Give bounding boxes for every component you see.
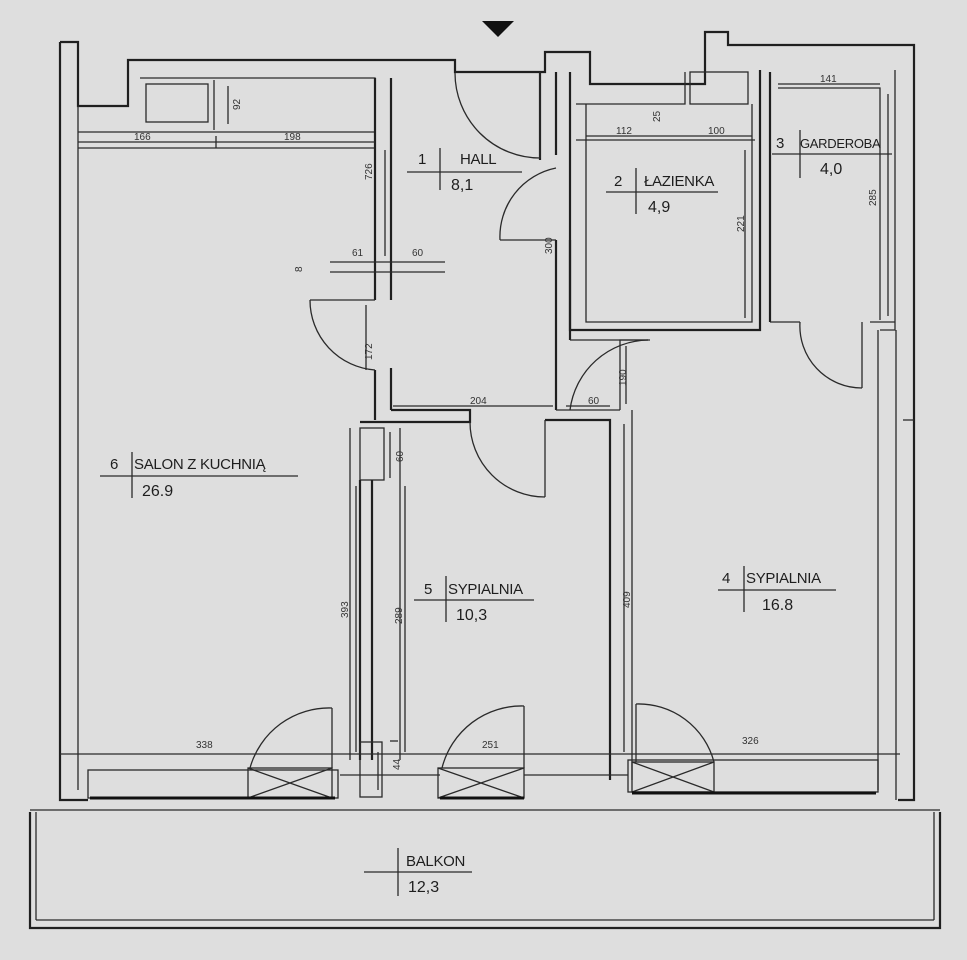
room-bathroom-name: ŁAZIENKA (644, 173, 714, 190)
dim-44: 44 (392, 758, 403, 770)
room-living-number: 6 (110, 456, 118, 473)
dim-8: 8 (294, 266, 305, 272)
dim-166: 166 (134, 132, 151, 143)
dim-61: 61 (352, 248, 364, 259)
dim-285: 285 (868, 189, 879, 206)
room-wardrobe: 3 GARDEROBA 4,0 (776, 135, 881, 178)
room-balcony-area: 12,3 (408, 879, 439, 896)
bathroom-door-icon (499, 167, 557, 241)
room-wardrobe-area: 4,0 (820, 161, 842, 178)
dim-326: 326 (742, 736, 759, 747)
room-bedroom-small-number: 5 (424, 581, 432, 598)
dim-190: 190 (618, 369, 629, 386)
dim-198: 198 (284, 132, 301, 143)
room-bathroom-number: 2 (614, 173, 622, 190)
dim-60-bedroom: 60 (395, 450, 406, 462)
room-bedroom-small: 5 SYPIALNIA 10,3 (424, 581, 523, 624)
dim-221: 221 (736, 215, 747, 232)
room-hall-name: HALL (460, 151, 496, 168)
dim-112: 112 (616, 126, 632, 137)
dim-251: 251 (482, 740, 499, 751)
small-bedroom-door-icon (469, 421, 546, 498)
room-living-area: 26.9 (142, 483, 173, 500)
room-balcony: BALKON 12,3 (406, 853, 465, 896)
room-label-markers (100, 130, 892, 896)
dim-726: 726 (364, 163, 375, 180)
dim-172: 172 (364, 343, 375, 360)
dim-60: 60 (412, 248, 424, 259)
balcony-doors (60, 703, 900, 800)
room-wardrobe-name: GARDEROBA (800, 136, 881, 151)
room-bathroom-area: 4,9 (648, 199, 670, 216)
balcony-slab (28, 809, 942, 930)
room-hall: 1 HALL 8,1 (418, 151, 497, 194)
dimension-labels: 166 198 92 726 61 60 8 172 112 100 25 14… (134, 74, 879, 770)
dim-25: 25 (652, 110, 663, 122)
dim-289: 289 (394, 607, 405, 624)
room-labels: 1 HALL 8,1 2 ŁAZIENKA 4,9 3 GARDEROBA 4,… (110, 135, 881, 896)
room-hall-number: 1 (418, 151, 426, 168)
dim-300: 300 (544, 237, 555, 254)
dim-338: 338 (196, 740, 213, 751)
internal-walls (330, 70, 895, 798)
entry-door-icon (454, 72, 541, 159)
large-bedroom-door-icon (569, 339, 649, 411)
room-bedroom-large-area: 16.8 (762, 597, 793, 614)
doors (309, 72, 863, 498)
dimension-lines (78, 83, 889, 790)
dim-100: 100 (708, 126, 725, 137)
outer-walls (58, 30, 916, 802)
room-living-name: SALON Z KUCHNIĄ (134, 456, 267, 473)
room-bedroom-large-name: SYPIALNIA (746, 570, 821, 587)
room-bedroom-large: 4 SYPIALNIA 16.8 (722, 570, 821, 614)
entrance-arrow-icon (482, 21, 514, 37)
living-door-icon (309, 299, 376, 371)
dim-92: 92 (232, 98, 243, 110)
room-bedroom-small-name: SYPIALNIA (448, 581, 523, 598)
room-bathroom: 2 ŁAZIENKA 4,9 (614, 173, 715, 216)
room-balcony-name: BALKON (406, 853, 465, 870)
dim-60-hall: 60 (588, 396, 600, 407)
room-bedroom-small-area: 10,3 (456, 607, 487, 624)
dim-393: 393 (340, 601, 351, 618)
room-bedroom-large-number: 4 (722, 570, 730, 587)
room-wardrobe-number: 3 (776, 135, 784, 152)
wardrobe-door-icon (799, 321, 863, 389)
dim-204: 204 (470, 396, 487, 407)
dim-409: 409 (622, 591, 633, 608)
dim-141: 141 (820, 74, 837, 85)
room-living: 6 SALON Z KUCHNIĄ 26.9 (110, 456, 267, 500)
room-hall-area: 8,1 (451, 177, 473, 194)
